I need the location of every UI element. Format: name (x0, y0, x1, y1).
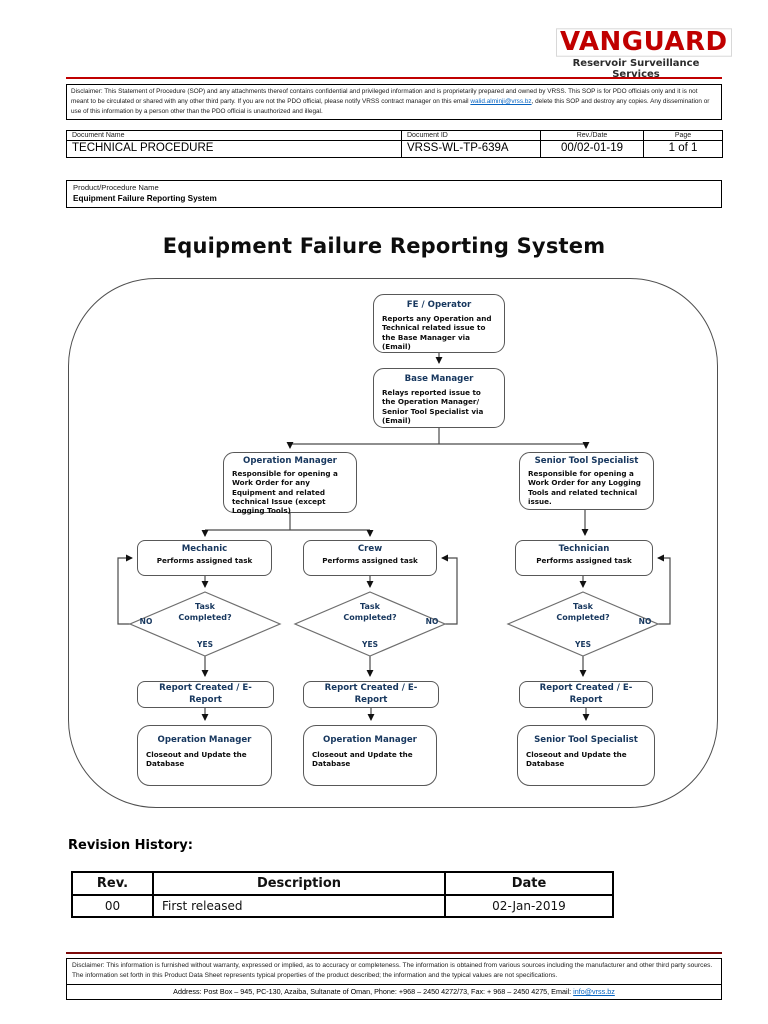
address-bar: Address: Post Box – 945, PC-130, Azaiba,… (67, 983, 721, 999)
mechanic-title: Mechanic (181, 544, 228, 554)
fe-operator-body: Reports any Operation and Technical rela… (382, 314, 492, 352)
product-name: Equipment Failure Reporting System (73, 194, 217, 203)
doc-name-label: Document Name (66, 130, 402, 141)
flow-node-crew: Crew Performs assigned task (303, 540, 437, 576)
bottom-disclaimer-text: Disclaimer: This information is furnishe… (72, 962, 713, 979)
vanguard-logo: VANGUARD Reservoir Surveillance Services (556, 28, 732, 81)
bottom-rule (66, 952, 722, 954)
flow-node-fe-operator: FE / Operator Reports any Operation and … (373, 294, 505, 353)
flow-node-report-2: Report Created / E-Report (303, 681, 439, 708)
base-manager-title: Base Manager (404, 374, 474, 384)
product-label: Product/Procedure Name (73, 183, 159, 192)
senior-tool-specialist-body: Responsible for opening a Work Order for… (528, 469, 641, 507)
rev-cell: 00 (71, 894, 154, 918)
yes-label-3: YES (575, 640, 591, 649)
operation-manager-body: Responsible for opening a Work Order for… (232, 469, 338, 516)
description-cell: First released (152, 894, 446, 918)
date-cell: 02-Jan-2019 (444, 894, 614, 918)
rev-date-label: Rev./Date (540, 130, 644, 141)
flow-node-report-3: Report Created / E-Report (519, 681, 653, 708)
operation-manager-title: Operation Manager (243, 456, 337, 466)
doc-id-value: VRSS-WL-TP-639A (401, 140, 541, 158)
closeout-2-title: Operation Manager (323, 735, 417, 745)
no-label-2: NO (425, 617, 439, 626)
flow-node-senior-tool-specialist: Senior Tool Specialist Responsible for o… (519, 452, 654, 510)
flow-node-base-manager: Base Manager Relays reported issue to th… (373, 368, 505, 428)
closeout-1-title: Operation Manager (157, 735, 252, 745)
report-1-label: Report Created / E-Report (159, 683, 252, 705)
yes-label-1: YES (197, 640, 213, 649)
contract-manager-email-link[interactable]: walid.alminji@vrss.bz (470, 97, 532, 105)
bottom-disclaimer-box: Disclaimer: This information is furnishe… (66, 958, 722, 1000)
report-2-label: Report Created / E-Report (324, 683, 418, 705)
top-red-rule (66, 77, 722, 79)
logo-brand-text: VANGUARD (556, 28, 732, 58)
no-label-3: NO (638, 617, 652, 626)
flow-node-report-1: Report Created / E-Report (137, 681, 274, 708)
base-manager-body: Relays reported issue to the Operation M… (382, 388, 484, 426)
doc-id-label: Document ID (401, 130, 541, 141)
fe-operator-title: FE / Operator (406, 300, 472, 310)
flow-node-technician: Technician Performs assigned task (515, 540, 653, 576)
closeout-2-body: Closeout and Update the Database (312, 750, 413, 769)
top-disclaimer-text: Disclaimer: This Statement of Procedure … (71, 88, 698, 105)
rev-col-header: Rev. (71, 871, 154, 896)
closeout-3-title: Senior Tool Specialist (534, 735, 638, 745)
no-label-1: NO (139, 617, 153, 626)
flow-node-closeout-3: Senior Tool Specialist Closeout and Upda… (517, 725, 655, 786)
address-text: Address: Post Box – 945, PC-130, Azaiba,… (173, 986, 574, 996)
flow-node-operation-manager: Operation Manager Responsible for openin… (223, 452, 357, 516)
crew-title: Crew (357, 544, 383, 554)
page-label: Page (643, 130, 723, 141)
description-col-header: Description (152, 871, 446, 896)
doc-name-value: TECHNICAL PROCEDURE (66, 140, 402, 158)
document-header-table: Document Name Document ID Rev./Date Page… (66, 130, 723, 158)
logo-tagline: Reservoir Surveillance Services (572, 58, 700, 81)
closeout-1-body: Closeout and Update the Database (146, 750, 247, 769)
crew-body: Performs assigned task (322, 556, 418, 565)
page-value: 1 of 1 (643, 140, 723, 158)
senior-tool-specialist-title: Senior Tool Specialist (534, 456, 639, 466)
rev-date-value: 00/02-01-19 (540, 140, 644, 158)
flow-node-closeout-1: Operation Manager Closeout and Update th… (137, 725, 272, 786)
mechanic-body: Performs assigned task (156, 556, 253, 565)
date-col-header: Date (444, 871, 614, 896)
decision-label-mechanic: Task Completed? (178, 602, 232, 622)
yes-label-2: YES (362, 640, 378, 649)
decision-label-crew: Task Completed? (343, 602, 397, 622)
flowchart-frame (68, 278, 718, 808)
closeout-3-body: Closeout and Update the Database (526, 750, 627, 769)
revision-history-table: Rev. Description Date 00 First released … (71, 871, 614, 918)
flow-node-closeout-2: Operation Manager Closeout and Update th… (303, 725, 437, 786)
table-row: 00 First released 02-Jan-2019 (71, 894, 614, 918)
decision-label-technician: Task Completed? (556, 602, 610, 622)
technician-title: Technician (558, 544, 610, 554)
top-disclaimer-box: Disclaimer: This Statement of Procedure … (66, 84, 722, 120)
top-disclaimer-text-after: , delete this SOP and destroy any copies… (71, 97, 710, 115)
revision-history-heading: Revision History: (68, 838, 193, 853)
product-name-box: Product/Procedure Name Equipment Failure… (66, 180, 722, 208)
report-3-label: Report Created / E-Report (539, 683, 633, 705)
technician-body: Performs assigned task (536, 556, 632, 565)
page-title: Equipment Failure Reporting System (162, 234, 606, 258)
info-email-link[interactable]: info@vrss.bz (573, 986, 615, 996)
flow-node-mechanic: Mechanic Performs assigned task (137, 540, 272, 576)
